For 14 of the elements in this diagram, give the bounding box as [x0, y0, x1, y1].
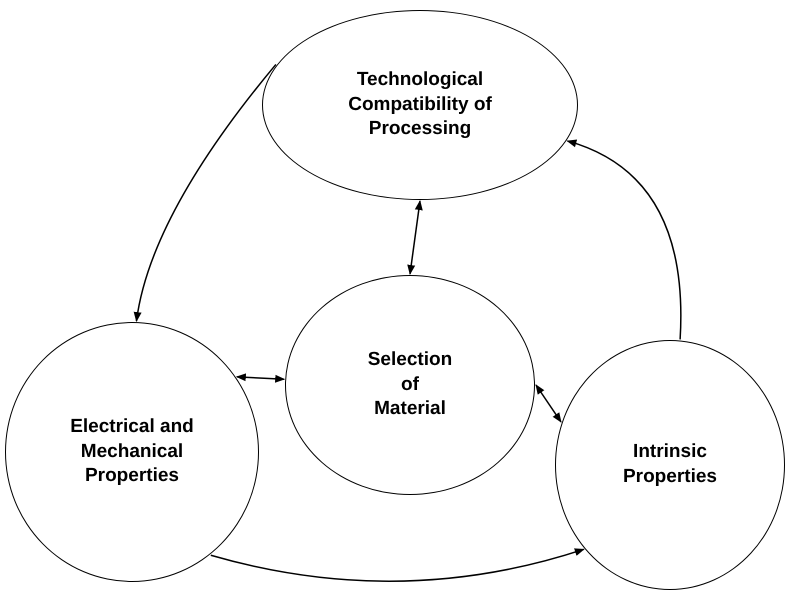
node-label: Selection of Material — [366, 348, 454, 422]
ellipse-node — [5, 322, 259, 582]
arrow — [210, 548, 585, 582]
ellipse-node — [262, 10, 578, 200]
node-label: Technological Compatibility of Processing — [347, 68, 493, 142]
arrow — [407, 200, 423, 275]
arrow — [134, 64, 276, 322]
ellipse-node — [555, 340, 785, 590]
arrow — [566, 140, 682, 340]
node-label: Intrinsic Properties — [622, 440, 718, 489]
ellipse-node — [285, 275, 535, 495]
arrow — [535, 384, 562, 423]
node-label: Electrical and Mechanical Properties — [69, 414, 195, 488]
arrow — [236, 373, 286, 383]
